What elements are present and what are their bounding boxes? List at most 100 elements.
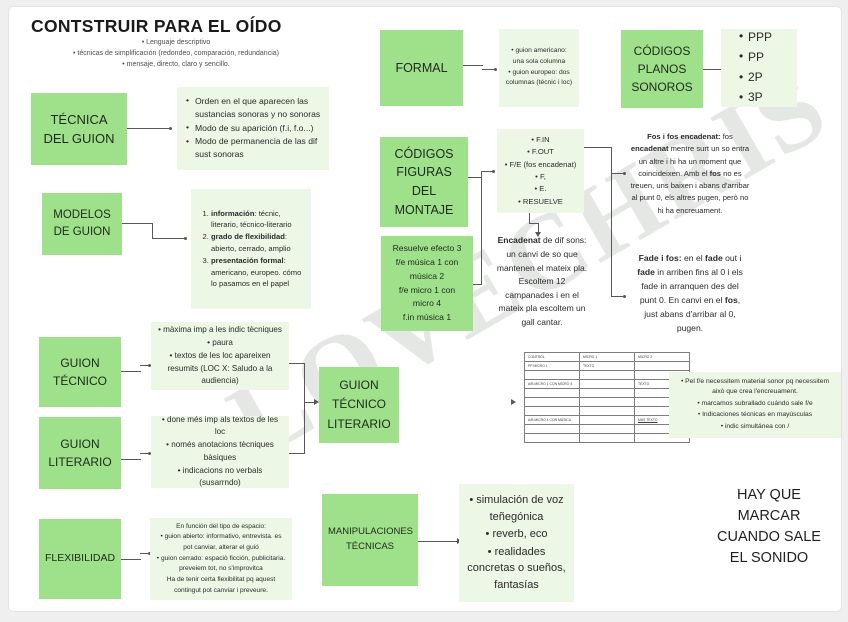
node-modelos-de-guion-detail: información: técnic, literario, técnico-… (191, 189, 311, 309)
node-flexibilidad[interactable]: FLEXIBILIDAD (39, 519, 121, 599)
cell-micro1 (579, 433, 635, 443)
cell-micro1 (579, 415, 635, 425)
node-script-notes: Pel f/e necessitem material sonor pq nec… (669, 372, 841, 438)
connector-line (418, 541, 458, 542)
node-codigos-figuras-del-montaje[interactable]: CÓDIGOS FIGURAS DEL MONTAJE (380, 137, 468, 227)
item-rest: : técnic, literario, técnico-literario (211, 208, 292, 230)
text-line: Resuelve efecto 3 (392, 242, 462, 253)
mindmap-page: LOVECHRIS CONTSTRUIR PARA EL OÍDO Lengua… (8, 6, 842, 612)
list-item: presentación formal: americano, europeo.… (211, 255, 305, 289)
connector-line (152, 238, 185, 239)
node-label: MANIPULACIONES TÉCNICAS (328, 526, 413, 552)
node-formal-detail: guion americano: una sola columna guion … (499, 29, 579, 107)
detail-list: Orden en el que aparecen las sustancias … (186, 94, 323, 161)
subtitle-item: Lenguaje descriptivo (31, 38, 321, 48)
page-subtitle: Lenguaje descriptivo técnicas de simplif… (31, 38, 321, 71)
table-row: . (524, 433, 690, 443)
cell-micro2: . (634, 433, 690, 443)
list-item: F.IN (503, 134, 578, 145)
list-item: guion cerrado: espaciò ficción, publicit… (156, 554, 286, 574)
note-text: Encadenat de dif sons: un canvi de so qu… (490, 230, 594, 333)
node-modelos-de-guion[interactable]: MODELOS DE GUION (42, 193, 122, 255)
connector-line (304, 363, 305, 454)
list-item: reverb, eco (465, 526, 568, 543)
cell-control (524, 424, 580, 434)
node-label: GUION TÉCNICO (53, 356, 107, 388)
detail-list: guion abierto: informativo, entrevista. … (156, 532, 286, 574)
node-codigos-planos-sonoros[interactable]: CÓDIGOS PLANOS SONOROS (621, 30, 703, 108)
connector-line (304, 402, 315, 403)
subtitle-item: mensaje, directo, claro y sencillo. (31, 60, 321, 70)
table-row: . (524, 388, 690, 398)
connector-line (289, 363, 304, 364)
connector-line (529, 213, 530, 224)
detail-list: guion americano: una sola columna guion … (505, 46, 573, 89)
list-item: 2P (739, 67, 791, 87)
list-item: Modo de su aparición (f.i, f.o...) (186, 121, 323, 135)
node-label: TÉCNICA DEL GUION (43, 111, 115, 147)
connector-line (529, 223, 539, 224)
table-body: PP MICRO 1 TEXTO . A/B MICRO 1 CON MICRO… (524, 361, 690, 443)
connector-arrow (314, 399, 319, 405)
cell-micro1 (579, 397, 635, 407)
node-label: GUION LITERARIO (48, 437, 112, 469)
list-item: PPP (739, 27, 791, 47)
table-row: A/B MICRO 1 CON MICRO 4 TEXTO (524, 379, 690, 389)
list-item: realidades concretas o sueños, fantasías (465, 544, 568, 594)
list-item: textos de les loc apareixen resumits (LO… (157, 350, 283, 386)
list-item: F/E (fos encadenat) (503, 159, 578, 170)
connector-line (127, 128, 170, 129)
list-item: màxima imp a les indic tècniques (157, 324, 283, 336)
connector-line (140, 365, 152, 366)
detail-list: PPP PP 2P 3P (739, 27, 791, 108)
connector-arrow (535, 232, 541, 237)
node-tecnica-del-guion[interactable]: TÉCNICA DEL GUION (31, 93, 127, 165)
column-header: MICRO 2 (634, 352, 690, 362)
cell-micro2 (634, 361, 690, 371)
list-item: Indicaciones técnicas en mayúsculas (675, 410, 835, 420)
list-item: simulación de voz teñegónica (465, 492, 568, 525)
connector-line (463, 65, 483, 66)
node-guion-tecnico[interactable]: GUION TÉCNICO (39, 337, 121, 407)
detail-list: Pel f/e necessitem material sonor pq nec… (675, 377, 835, 432)
connector-line (482, 69, 496, 70)
detail-intro: En función del tipo de espacio: (176, 523, 266, 531)
node-resuelve-efecto[interactable]: Resuelve efecto 3 f/e música 1 con músic… (381, 236, 473, 331)
node-guion-literario[interactable]: GUION LITERARIO (39, 417, 121, 489)
connector-line (140, 553, 152, 554)
cell-micro1 (579, 424, 635, 434)
connector-endpoint (494, 68, 497, 71)
node-manipulaciones-tecnicas[interactable]: MANIPULACIONES TÉCNICAS (322, 494, 418, 586)
cell-control (524, 388, 580, 398)
cell-control: A/B MICRO 4 CON MÚSICA (524, 415, 580, 425)
note-rest: de dif sons: un canvi de so que mantenen… (496, 235, 588, 327)
list-item: guion americano: una sola columna (505, 46, 573, 67)
connector-line (584, 147, 612, 148)
node-label: FORMAL (395, 61, 448, 75)
connector-line (703, 69, 726, 70)
detail-ordered-list: información: técnic, literario, técnico-… (197, 208, 305, 290)
node-formal[interactable]: FORMAL (380, 30, 463, 106)
script-table[interactable]: CONTROL MICRO 1 MICRO 2 PP MICRO 1 TEXTO… (524, 352, 690, 443)
detail-list: simulación de voz teñegónica reverb, eco… (465, 492, 568, 593)
list-item: F, (503, 171, 578, 182)
node-guion-tecnico-detail: màxima imp a les indic tècniques paura t… (151, 322, 289, 390)
connector-arrow (511, 399, 516, 405)
column-header: CONTROL (524, 352, 580, 362)
cell-underline: MÁS TEXTO (638, 418, 658, 422)
connector-line (481, 171, 482, 178)
node-label: CÓDIGOS FIGURAS DEL MONTAJE (394, 146, 454, 217)
node-label: FLEXIBILIDAD (45, 552, 116, 565)
detail-list: F.IN F.OUT F/E (fos encadenat) F, E. RES… (503, 134, 578, 207)
list-item: guion europeo: dos columnas (técnic i lo… (505, 68, 573, 89)
table-row: . (524, 370, 690, 380)
list-item: F.OUT (503, 146, 578, 157)
list-item: grado de flexibilidad: abierto, cerrado,… (211, 231, 305, 254)
node-manipulaciones-tecnicas-detail: simulación de voz teñegónica reverb, eco… (459, 484, 574, 602)
node-guion-tecnico-literario[interactable]: GUION TÉCNICO LITERARIO (319, 367, 399, 443)
table-head: CONTROL MICRO 1 MICRO 2 (524, 352, 690, 362)
cell-micro1 (579, 388, 635, 398)
cell-micro1 (579, 379, 635, 389)
list-item: paura (157, 337, 283, 349)
